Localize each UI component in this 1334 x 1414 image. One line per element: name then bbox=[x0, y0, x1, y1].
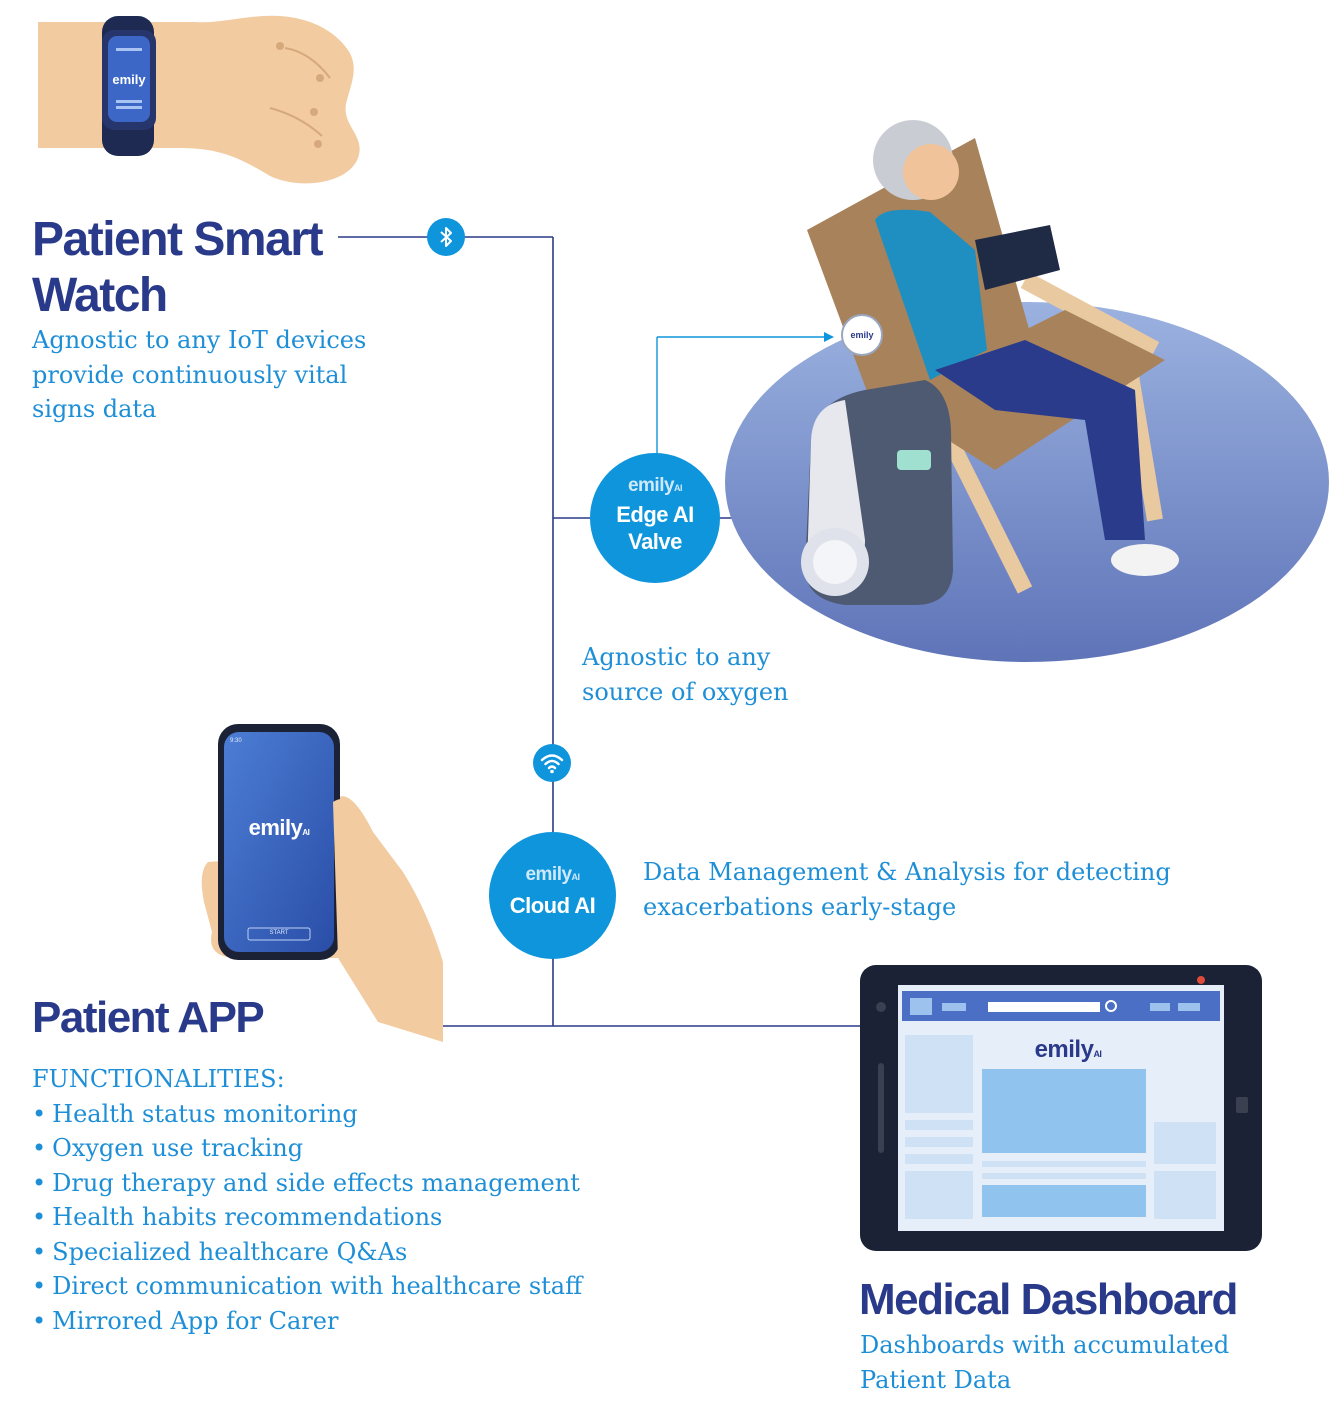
smart-watch-illustration bbox=[38, 15, 360, 184]
cloud-node-label: Cloud AI bbox=[509, 893, 596, 918]
list-item: Health habits recommendations bbox=[32, 1200, 582, 1235]
oxygen-note: Agnostic to any source of oxygen bbox=[582, 643, 789, 706]
app-functionalities: FUNCTIONALITIES: Health status monitorin… bbox=[32, 1062, 582, 1338]
edge-node-label-2: Valve bbox=[628, 529, 682, 554]
functionalities-label: FUNCTIONALITIES: bbox=[32, 1065, 285, 1093]
dashboard-logo: emilyAI bbox=[1034, 1036, 1102, 1063]
list-item: Mirrored App for Carer bbox=[32, 1304, 582, 1339]
valve-badge-logo: emily bbox=[850, 330, 874, 340]
bluetooth-icon bbox=[440, 227, 452, 247]
functionalities-list: Health status monitoring Oxygen use trac… bbox=[32, 1097, 582, 1339]
watch-description: Agnostic to any IoT devices provide cont… bbox=[32, 326, 367, 423]
patient-scene-illustration bbox=[725, 120, 1329, 662]
watch-title-line-1: Patient Smart bbox=[32, 213, 323, 266]
list-item: Health status monitoring bbox=[32, 1097, 582, 1132]
watch-title: Patient Smart Watch bbox=[32, 212, 323, 324]
tablet-illustration bbox=[860, 965, 1262, 1251]
cloud-node-logo: emilyAI bbox=[525, 864, 580, 885]
watch-title-line-2: Watch bbox=[32, 269, 168, 322]
cloud-note: Data Management & Analysis for detecting… bbox=[643, 858, 1171, 921]
watch-logo: emily bbox=[112, 72, 146, 87]
edge-ai-valve-node: emilyAI Edge AI Valve bbox=[590, 453, 720, 583]
edge-node-label-1: Edge AI bbox=[616, 502, 694, 527]
phone-logo: emilyAI bbox=[248, 815, 310, 840]
wifi-icon bbox=[540, 754, 564, 774]
list-item: Specialized healthcare Q&As bbox=[32, 1235, 582, 1270]
list-item: Direct communication with healthcare sta… bbox=[32, 1269, 582, 1304]
phone-time: 9:30 bbox=[230, 738, 242, 744]
cloud-ai-node: emilyAI Cloud AI bbox=[489, 832, 616, 959]
phone-illustration bbox=[201, 724, 443, 1042]
list-item: Drug therapy and side effects management bbox=[32, 1166, 582, 1201]
edge-node-logo: emilyAI bbox=[627, 475, 683, 496]
dashboard-title: Medical Dashboard bbox=[859, 1275, 1238, 1324]
dashboard-description: Dashboards with accumulated Patient Data bbox=[860, 1331, 1230, 1394]
list-item: Oxygen use tracking bbox=[32, 1131, 582, 1166]
phone-start-button[interactable]: START bbox=[269, 930, 289, 936]
wifi-badge bbox=[533, 744, 571, 782]
bluetooth-badge bbox=[427, 218, 465, 256]
app-title: Patient APP bbox=[32, 993, 265, 1042]
